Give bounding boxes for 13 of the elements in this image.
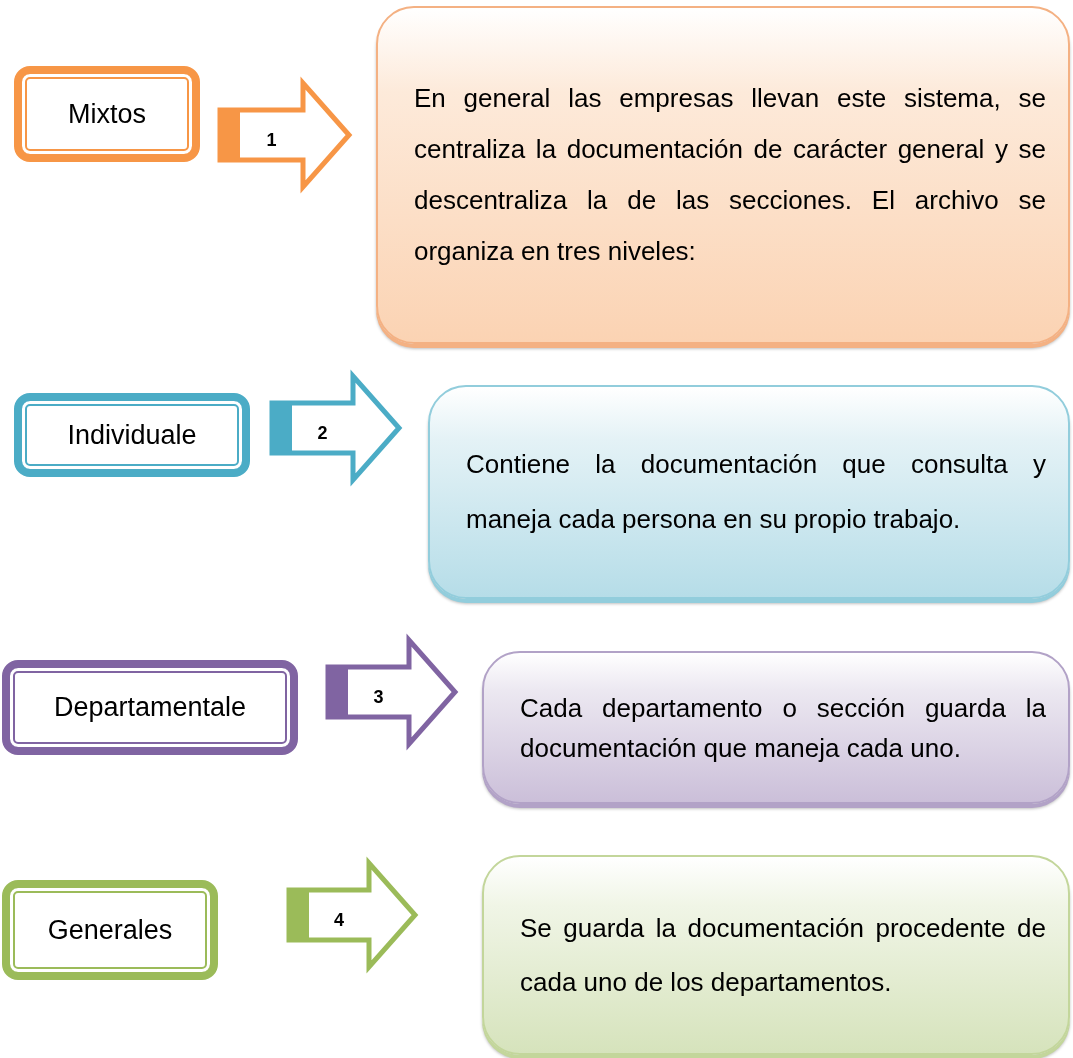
description-text: Se guarda la documentación procedente de cada uno de los departamentos. [520,912,1046,999]
description-text: Cada departamento o sección guarda la documentación que maneja cada uno. [520,691,1046,765]
description-box [482,855,1070,1055]
category-label: Generales [47,914,173,946]
category-label: Mixtos [68,98,146,130]
category-box [14,393,250,477]
description-text: En general las empresas llevan este sistema, se centraliza la documentación de carácter general y se descentraliza la de las secciones. El archivo se organiza en tres niveles: [414,82,1046,268]
description-text: Contiene la documentación que consulta y maneja cada persona en su propio trabajo. [466,448,1046,536]
category-box [14,66,200,162]
category-label: Departamentale [53,692,247,723]
category-box [2,880,218,980]
category-box [2,660,298,755]
category-label: Individuale [67,419,197,451]
